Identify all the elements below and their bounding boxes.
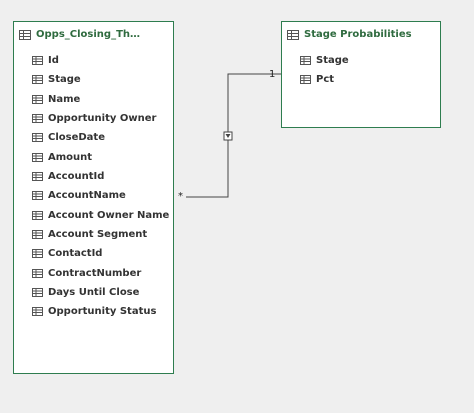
field-item[interactable]: Days Until Close xyxy=(14,284,173,303)
field-label: ContactId xyxy=(48,248,103,260)
column-icon xyxy=(300,75,311,85)
field-item[interactable]: Account Segment xyxy=(14,226,173,245)
column-icon xyxy=(32,191,43,201)
cardinality-many-label: * xyxy=(178,191,183,202)
field-label: AccountName xyxy=(48,190,126,202)
field-label: Name xyxy=(48,93,81,105)
filter-arrow-icon xyxy=(223,131,233,141)
table-header[interactable]: Stage Probabilities xyxy=(282,22,440,50)
table-header[interactable]: Opps_Closing_Thi... xyxy=(14,22,173,50)
column-icon xyxy=(32,94,43,104)
field-label: Days Until Close xyxy=(48,287,140,299)
column-icon xyxy=(32,268,43,278)
field-item[interactable]: Amount xyxy=(14,149,173,168)
column-icon xyxy=(32,152,43,162)
field-label: Opportunity Status xyxy=(48,306,157,318)
field-item[interactable]: Id xyxy=(14,52,173,71)
field-label: AccountId xyxy=(48,171,105,183)
column-icon xyxy=(32,56,43,65)
field-item[interactable]: Opportunity Status xyxy=(14,303,173,322)
field-item[interactable]: ContractNumber xyxy=(14,265,173,284)
column-icon xyxy=(32,210,43,220)
table-icon xyxy=(19,30,31,40)
field-item[interactable]: Account Owner Name xyxy=(14,207,173,226)
field-item[interactable]: ContactId xyxy=(14,245,173,264)
field-label: Pct xyxy=(316,74,335,86)
column-icon xyxy=(32,288,43,298)
table-title: Stage Probabilities xyxy=(304,29,412,40)
field-label: Opportunity Owner xyxy=(48,113,157,125)
field-item[interactable]: Stage xyxy=(14,71,173,90)
field-item[interactable]: AccountName xyxy=(14,187,173,206)
field-item[interactable]: Name xyxy=(14,91,173,110)
table-title: Opps_Closing_Thi... xyxy=(36,29,141,40)
cardinality-one-label: 1 xyxy=(269,69,276,80)
field-label: Amount xyxy=(48,151,93,163)
field-item[interactable]: Pct xyxy=(282,71,440,90)
field-item[interactable]: Opportunity Owner xyxy=(14,110,173,129)
column-icon xyxy=(32,133,43,143)
column-icon xyxy=(32,114,43,124)
field-item[interactable]: Stage xyxy=(282,52,440,71)
column-icon xyxy=(32,230,43,240)
column-icon xyxy=(32,249,43,259)
field-label: Id xyxy=(48,55,59,66)
field-label: CloseDate xyxy=(48,132,105,144)
field-label: ContractNumber xyxy=(48,267,142,279)
field-label: Account Owner Name xyxy=(48,209,170,221)
field-label: Account Segment xyxy=(48,229,148,241)
field-item[interactable]: AccountId xyxy=(14,168,173,187)
field-label: Stage xyxy=(316,55,349,66)
field-item[interactable]: CloseDate xyxy=(14,129,173,148)
column-icon xyxy=(32,307,43,317)
column-icon xyxy=(32,172,43,182)
field-label: Stage xyxy=(48,74,81,86)
column-icon xyxy=(300,56,311,65)
table-icon xyxy=(287,30,299,40)
column-icon xyxy=(32,75,43,85)
